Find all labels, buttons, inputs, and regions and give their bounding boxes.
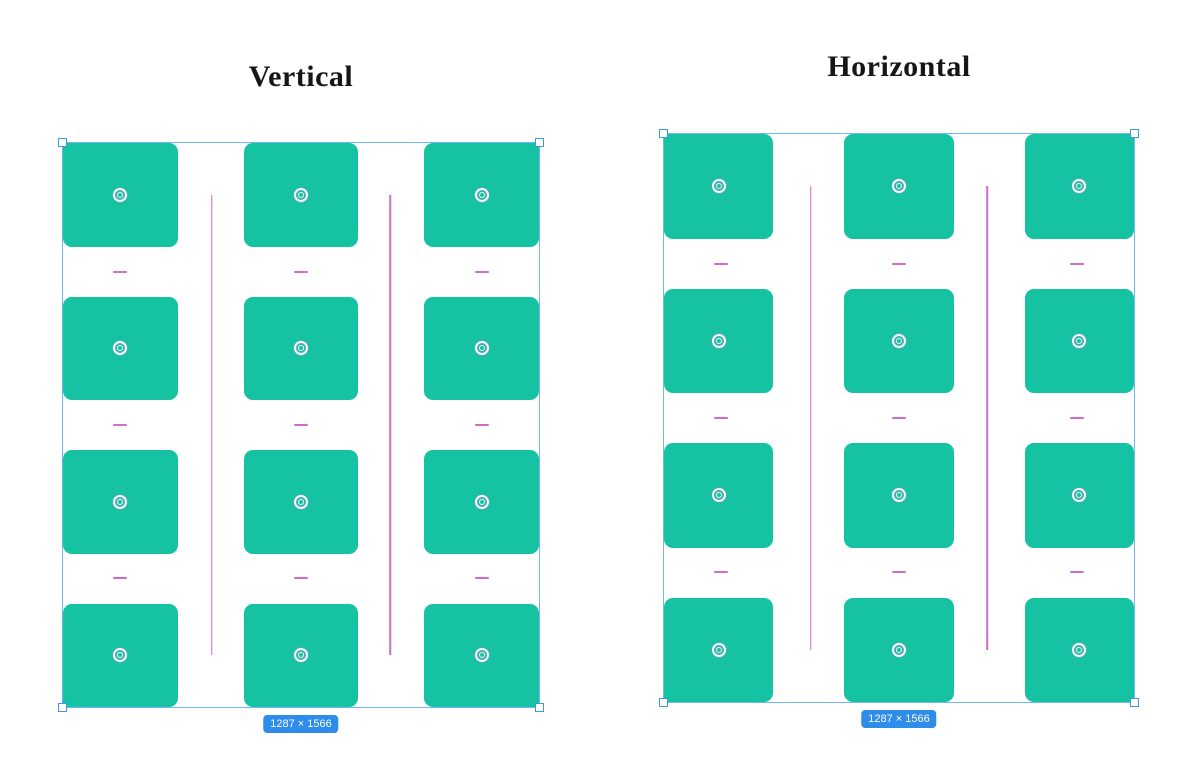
grid-tile[interactable]	[424, 296, 539, 400]
concentric-circles-icon	[293, 494, 308, 509]
inner-ring	[297, 345, 304, 352]
panel-title-horizontal: Horizontal	[827, 50, 971, 83]
inner-ring	[117, 191, 124, 198]
inner-ring	[1076, 183, 1083, 190]
inner-ring	[715, 646, 722, 653]
grid-tile[interactable]	[243, 296, 359, 400]
concentric-circles-icon	[474, 648, 489, 663]
concentric-circles-icon	[891, 179, 906, 194]
grid-tile[interactable]	[243, 603, 359, 707]
frame-horizontal[interactable]: 1287 × 1566	[659, 129, 1139, 728]
grid-tile[interactable]	[424, 603, 539, 707]
concentric-circles-icon	[113, 341, 128, 356]
grid-tile[interactable]	[844, 288, 954, 393]
grid-tile[interactable]	[844, 443, 954, 548]
selection-handle-bottom-right[interactable]	[535, 703, 544, 712]
grid-tile[interactable]	[243, 450, 359, 554]
concentric-circles-icon	[1072, 333, 1087, 348]
inner-ring	[715, 492, 722, 499]
concentric-circles-icon	[293, 187, 308, 202]
concentric-circles-icon	[891, 333, 906, 348]
inner-ring	[895, 337, 902, 344]
selection-handle-bottom-left[interactable]	[58, 703, 67, 712]
inner-ring	[895, 183, 902, 190]
grid-tile[interactable]	[844, 597, 954, 702]
grid-tile[interactable]	[1024, 443, 1134, 548]
size-badge: 1287 × 1566	[861, 710, 937, 728]
concentric-circles-icon	[113, 648, 128, 663]
inner-ring	[478, 652, 485, 659]
grid-tile[interactable]	[63, 143, 178, 247]
inner-ring	[895, 492, 902, 499]
grid-tile[interactable]	[664, 597, 774, 702]
frame-vertical[interactable]: 1287 × 1566	[58, 138, 544, 733]
inner-ring	[1076, 337, 1083, 344]
grid-tile[interactable]	[424, 143, 539, 247]
selection-handle-top-right[interactable]	[535, 138, 544, 147]
grid-tile[interactable]	[664, 134, 774, 239]
selection-handle-bottom-right[interactable]	[1130, 698, 1139, 707]
concentric-circles-icon	[711, 179, 726, 194]
concentric-circles-icon	[293, 341, 308, 356]
concentric-circles-icon	[891, 488, 906, 503]
inner-ring	[117, 652, 124, 659]
tile-grid	[664, 134, 1134, 702]
inner-ring	[297, 191, 304, 198]
concentric-circles-icon	[711, 488, 726, 503]
grid-tile[interactable]	[664, 443, 774, 548]
inner-ring	[478, 191, 485, 198]
selection-handle-top-right[interactable]	[1130, 129, 1139, 138]
inner-ring	[715, 337, 722, 344]
concentric-circles-icon	[113, 187, 128, 202]
grid-tile[interactable]	[1024, 597, 1134, 702]
grid-tile[interactable]	[243, 143, 359, 247]
size-badge: 1287 × 1566	[263, 715, 339, 733]
grid-tile[interactable]	[63, 603, 178, 707]
concentric-circles-icon	[711, 333, 726, 348]
grid-tile[interactable]	[664, 288, 774, 393]
inner-ring	[478, 345, 485, 352]
selection-handle-bottom-left[interactable]	[659, 698, 668, 707]
inner-ring	[478, 498, 485, 505]
concentric-circles-icon	[1072, 642, 1087, 657]
concentric-circles-icon	[293, 648, 308, 663]
inner-ring	[297, 652, 304, 659]
grid-tile[interactable]	[1024, 288, 1134, 393]
grid-tile[interactable]	[1024, 134, 1134, 239]
inner-ring	[715, 183, 722, 190]
concentric-circles-icon	[113, 494, 128, 509]
tile-grid	[63, 143, 539, 707]
grid-tile[interactable]	[63, 296, 178, 400]
concentric-circles-icon	[1072, 179, 1087, 194]
inner-ring	[1076, 646, 1083, 653]
grid-tile[interactable]	[844, 134, 954, 239]
inner-ring	[117, 345, 124, 352]
inner-ring	[895, 646, 902, 653]
selection-handle-top-left[interactable]	[659, 129, 668, 138]
inner-ring	[1076, 492, 1083, 499]
panel-title-vertical: Vertical	[248, 60, 354, 93]
inner-ring	[297, 498, 304, 505]
grid-tile[interactable]	[63, 450, 178, 554]
concentric-circles-icon	[474, 341, 489, 356]
concentric-circles-icon	[891, 642, 906, 657]
concentric-circles-icon	[474, 187, 489, 202]
inner-ring	[117, 498, 124, 505]
grid-tile[interactable]	[424, 450, 539, 554]
selection-handle-top-left[interactable]	[58, 138, 67, 147]
concentric-circles-icon	[711, 642, 726, 657]
concentric-circles-icon	[1072, 488, 1087, 503]
concentric-circles-icon	[474, 494, 489, 509]
